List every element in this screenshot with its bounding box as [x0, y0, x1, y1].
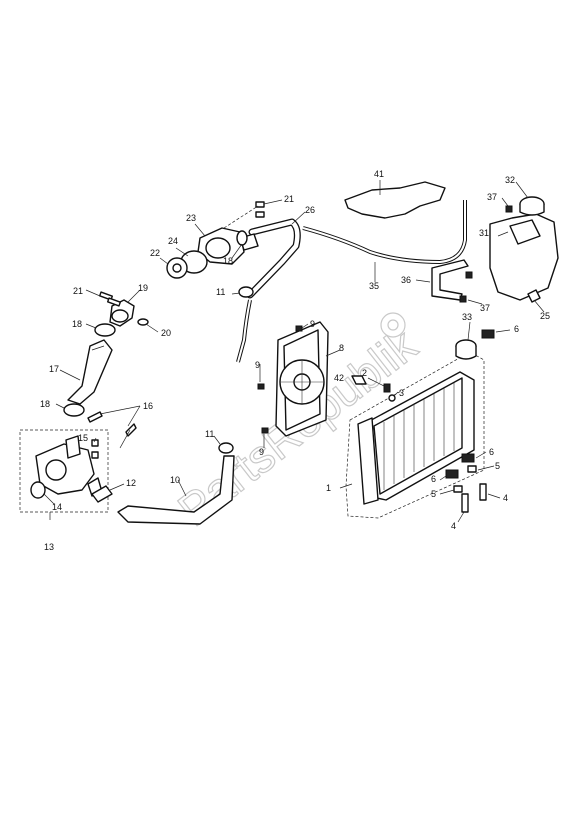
hose-clip-18-upper — [236, 230, 248, 246]
radiator — [357, 371, 475, 505]
washer-3 — [388, 394, 396, 402]
callout-6c: 6 — [431, 474, 436, 484]
coolant-outlet-elbow — [109, 299, 135, 327]
callout-42: 42 — [334, 373, 344, 383]
callout-35: 35 — [369, 281, 379, 291]
screw-15 — [91, 439, 99, 459]
callout-18a: 18 — [72, 319, 82, 329]
hose-10 — [117, 455, 235, 525]
bolt-21-upper — [255, 201, 265, 218]
callout-37a: 37 — [487, 192, 497, 202]
tank-clip-37 — [465, 271, 473, 279]
screw-9-b — [257, 383, 265, 390]
grommet-6-a — [461, 453, 475, 463]
thermostat — [166, 257, 188, 279]
screw-9-c — [261, 427, 269, 434]
water-pump-oring — [30, 481, 46, 499]
heat-shield — [344, 181, 446, 219]
tank-cap — [519, 196, 545, 216]
callout-37b: 37 — [480, 303, 490, 313]
bolt-4-a — [479, 483, 487, 501]
callout-26: 26 — [305, 205, 315, 215]
callout-14: 14 — [52, 502, 62, 512]
callout-32: 32 — [505, 175, 515, 185]
callout-2: 2 — [362, 368, 367, 378]
tank-clip-37-b — [459, 295, 467, 303]
callout-19: 19 — [138, 283, 148, 293]
callout-4b: 4 — [451, 521, 456, 531]
callout-16: 16 — [143, 401, 153, 411]
grommet-6-b — [445, 469, 459, 479]
nut-42 — [351, 375, 367, 385]
callout-9b: 9 — [255, 360, 260, 370]
callout-labels: 1 2 3 4 4 5 5 6 6 6 8 9 9 9 10 11 11 12 … — [40, 169, 550, 552]
expansion-tank — [489, 213, 559, 301]
callout-25: 25 — [540, 311, 550, 321]
bracket-25 — [527, 289, 541, 303]
callout-36: 36 — [401, 275, 411, 285]
callout-3: 3 — [399, 388, 404, 398]
hose-36 — [431, 259, 469, 301]
callout-11a: 11 — [216, 287, 225, 297]
water-pump — [35, 435, 103, 497]
tank-screw-37-upper — [505, 205, 513, 213]
grommet-6-top — [481, 329, 495, 339]
callout-4a: 4 — [503, 493, 508, 503]
cooling-fan — [275, 321, 329, 437]
bolts-16 — [87, 411, 137, 449]
callout-8: 8 — [339, 343, 344, 353]
bolt-2 — [383, 383, 391, 393]
callout-10: 10 — [170, 475, 180, 485]
water-pump-group-box — [19, 429, 109, 513]
callout-21a: 21 — [73, 286, 83, 296]
callout-9a: 9 — [310, 319, 315, 329]
callout-20: 20 — [161, 328, 171, 338]
callout-12: 12 — [126, 478, 136, 488]
outlet-oring — [137, 318, 149, 326]
callout-6a: 6 — [514, 324, 519, 334]
radiator-cap — [455, 339, 477, 360]
callout-18b: 18 — [40, 399, 50, 409]
callout-1: 1 — [326, 483, 331, 493]
callout-17: 17 — [49, 364, 59, 374]
watermark-gear-icon — [380, 312, 406, 338]
callout-9c: 9 — [259, 447, 264, 457]
callout-15: 15 — [78, 433, 88, 443]
callout-31: 31 — [479, 228, 489, 238]
callout-21b: 21 — [284, 194, 294, 204]
fitting-12 — [91, 485, 113, 503]
callout-33: 33 — [462, 312, 472, 322]
callout-23: 23 — [186, 213, 196, 223]
bolt-4-b — [461, 493, 469, 513]
hose-clip-11-lower — [218, 442, 234, 454]
callout-24: 24 — [168, 236, 178, 246]
callout-6b: 6 — [489, 447, 494, 457]
callout-22: 22 — [150, 248, 160, 258]
callout-41: 41 — [374, 169, 384, 179]
screw-9-a — [295, 325, 303, 332]
callout-5b: 5 — [431, 489, 436, 499]
callout-13: 13 — [44, 542, 54, 552]
callout-5a: 5 — [495, 461, 500, 471]
hose-17 — [67, 339, 113, 405]
hose-clip-18-lower — [63, 403, 85, 417]
collar-5-b — [453, 485, 463, 493]
callout-11b: 11 — [205, 429, 214, 439]
bolt-21-lower — [98, 291, 122, 307]
hose-clip-11-upper — [238, 286, 254, 298]
collar-5-a — [467, 465, 477, 473]
hose-clip-18-left — [94, 323, 116, 337]
callout-18c: 18 — [223, 256, 233, 266]
